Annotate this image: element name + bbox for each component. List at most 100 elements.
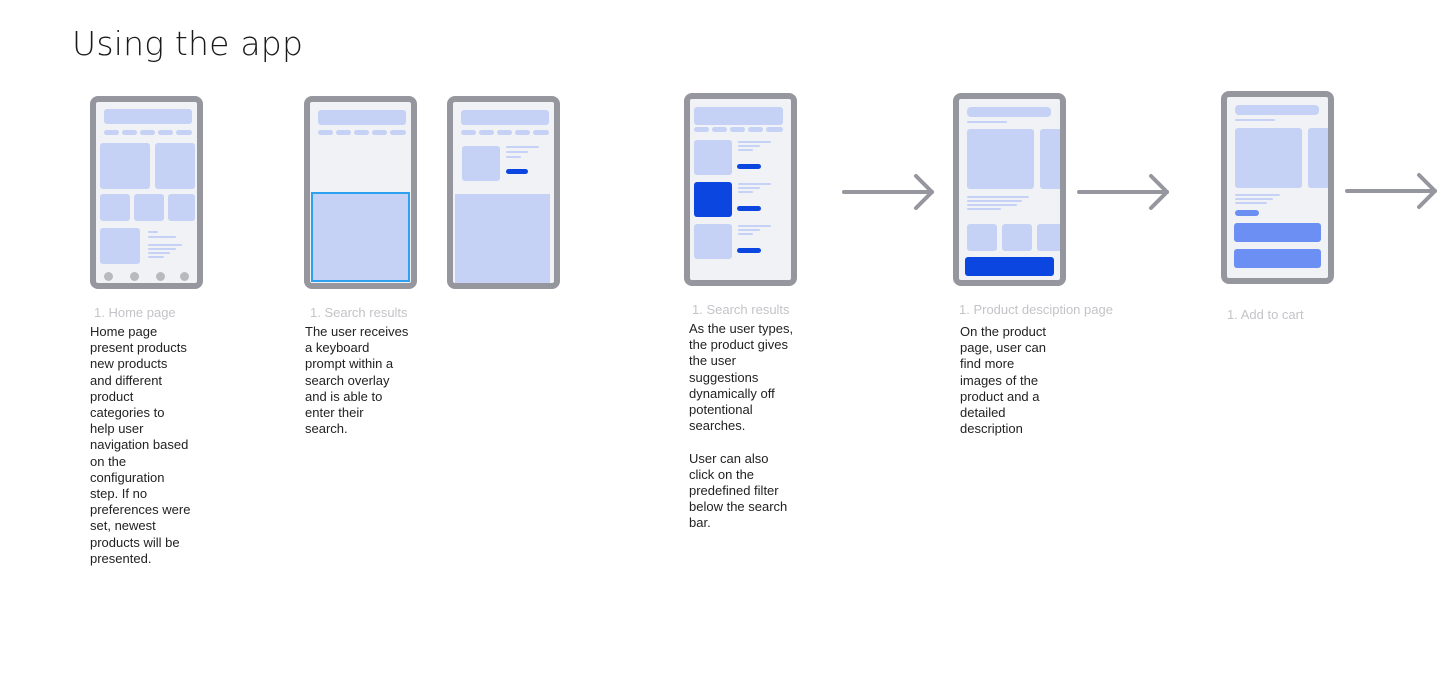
text-line xyxy=(506,146,539,148)
keyboard-panel xyxy=(455,194,550,283)
category-tile xyxy=(134,194,164,221)
result-image-selected xyxy=(694,182,732,217)
result-image xyxy=(694,140,732,175)
description-line: search overlay xyxy=(305,372,390,388)
filter-chip xyxy=(461,130,476,135)
text-line xyxy=(738,149,753,151)
description-line: a keyboard xyxy=(305,340,370,356)
description-line: on the xyxy=(90,453,127,469)
product-image-next xyxy=(1040,129,1060,189)
header-bar xyxy=(104,109,192,124)
description-line: suggestions xyxy=(689,369,759,385)
description-line: bar. xyxy=(689,515,711,531)
text-line xyxy=(967,200,1022,202)
description-line: click on the xyxy=(689,466,755,482)
description-line: new products xyxy=(90,356,168,372)
description-line: preferences were xyxy=(90,502,191,518)
description-line: Home page xyxy=(90,324,158,339)
filter-chip xyxy=(354,130,369,135)
text-line xyxy=(148,252,170,254)
text-line xyxy=(967,196,1029,198)
text-line xyxy=(148,244,182,246)
home-page-mockup xyxy=(90,96,203,289)
product-tile xyxy=(155,143,195,189)
description-line: prompt within a xyxy=(305,356,394,372)
description-line: and is able to xyxy=(305,388,383,404)
cta-button xyxy=(965,257,1054,276)
filter-chip xyxy=(176,130,192,135)
product-image xyxy=(1235,128,1302,188)
text-line xyxy=(967,208,1001,210)
product-image xyxy=(967,129,1034,189)
text-line xyxy=(506,151,528,153)
description-line: images of the xyxy=(960,372,1039,388)
category-tile xyxy=(168,194,195,221)
nav-dot-icon xyxy=(180,272,189,281)
price-pill xyxy=(737,248,761,253)
description-line: configuration xyxy=(90,469,165,485)
description-line: product xyxy=(90,388,134,404)
filter-chip xyxy=(122,130,137,135)
description-line: predefined filter xyxy=(689,483,779,499)
add-to-cart-mockup xyxy=(1221,91,1334,284)
nav-dot-icon xyxy=(156,272,165,281)
description-line: enter their xyxy=(305,405,364,421)
description-line: As the user types, xyxy=(689,321,794,336)
text-line xyxy=(148,248,176,250)
description-line: User can also xyxy=(689,450,769,466)
description-line: and different xyxy=(90,372,163,388)
size-chip xyxy=(1235,210,1259,216)
filter-chip xyxy=(158,130,173,135)
description-line: categories to xyxy=(90,405,165,421)
arrow-right-icon xyxy=(1077,174,1169,210)
text-line xyxy=(506,156,521,158)
text-line xyxy=(1235,202,1267,204)
arrow-right-icon xyxy=(842,174,934,210)
filter-chip xyxy=(533,130,549,135)
price-pill xyxy=(737,164,761,169)
filter-chip xyxy=(766,127,783,132)
thumbnail xyxy=(1037,224,1060,251)
text-line xyxy=(148,256,164,258)
product-tile xyxy=(100,143,150,189)
text-line xyxy=(738,141,771,143)
search-overlay-mockup xyxy=(304,96,417,289)
category-tile xyxy=(100,194,130,221)
description-line: detailed xyxy=(960,405,1006,421)
description-line: help user xyxy=(90,421,144,437)
text-line xyxy=(1235,119,1275,121)
text-line xyxy=(738,187,760,189)
header-bar xyxy=(1235,105,1319,115)
description-line: The user receives xyxy=(305,324,409,339)
filter-chip xyxy=(390,130,406,135)
description-line: description xyxy=(960,421,1023,437)
price-pill xyxy=(737,206,761,211)
description-line: present products xyxy=(90,340,187,356)
filter-chip xyxy=(318,130,333,135)
search-keyboard-mockup xyxy=(447,96,560,289)
search-bar xyxy=(694,107,783,125)
thumbnail xyxy=(1002,224,1032,251)
description-line: On the product xyxy=(960,324,1046,339)
search-bar xyxy=(318,110,406,125)
product-description-mockup xyxy=(953,93,1066,286)
filter-chip xyxy=(694,127,709,132)
description-line: the product gives xyxy=(689,337,789,353)
text-line xyxy=(738,233,753,235)
search-bar xyxy=(461,110,549,125)
description-line: searches. xyxy=(689,418,746,434)
filter-chip xyxy=(336,130,351,135)
product-image xyxy=(100,228,140,264)
description-line: dynamically off xyxy=(689,385,775,401)
screen-caption: 1. Search results xyxy=(310,305,408,320)
text-line xyxy=(738,145,760,147)
filter-chip xyxy=(497,130,512,135)
description-line: find more xyxy=(960,356,1015,372)
text-line xyxy=(738,191,753,193)
text-line xyxy=(148,236,176,238)
result-image xyxy=(694,224,732,259)
description-line: products will be xyxy=(90,534,180,550)
filter-chip xyxy=(730,127,745,132)
